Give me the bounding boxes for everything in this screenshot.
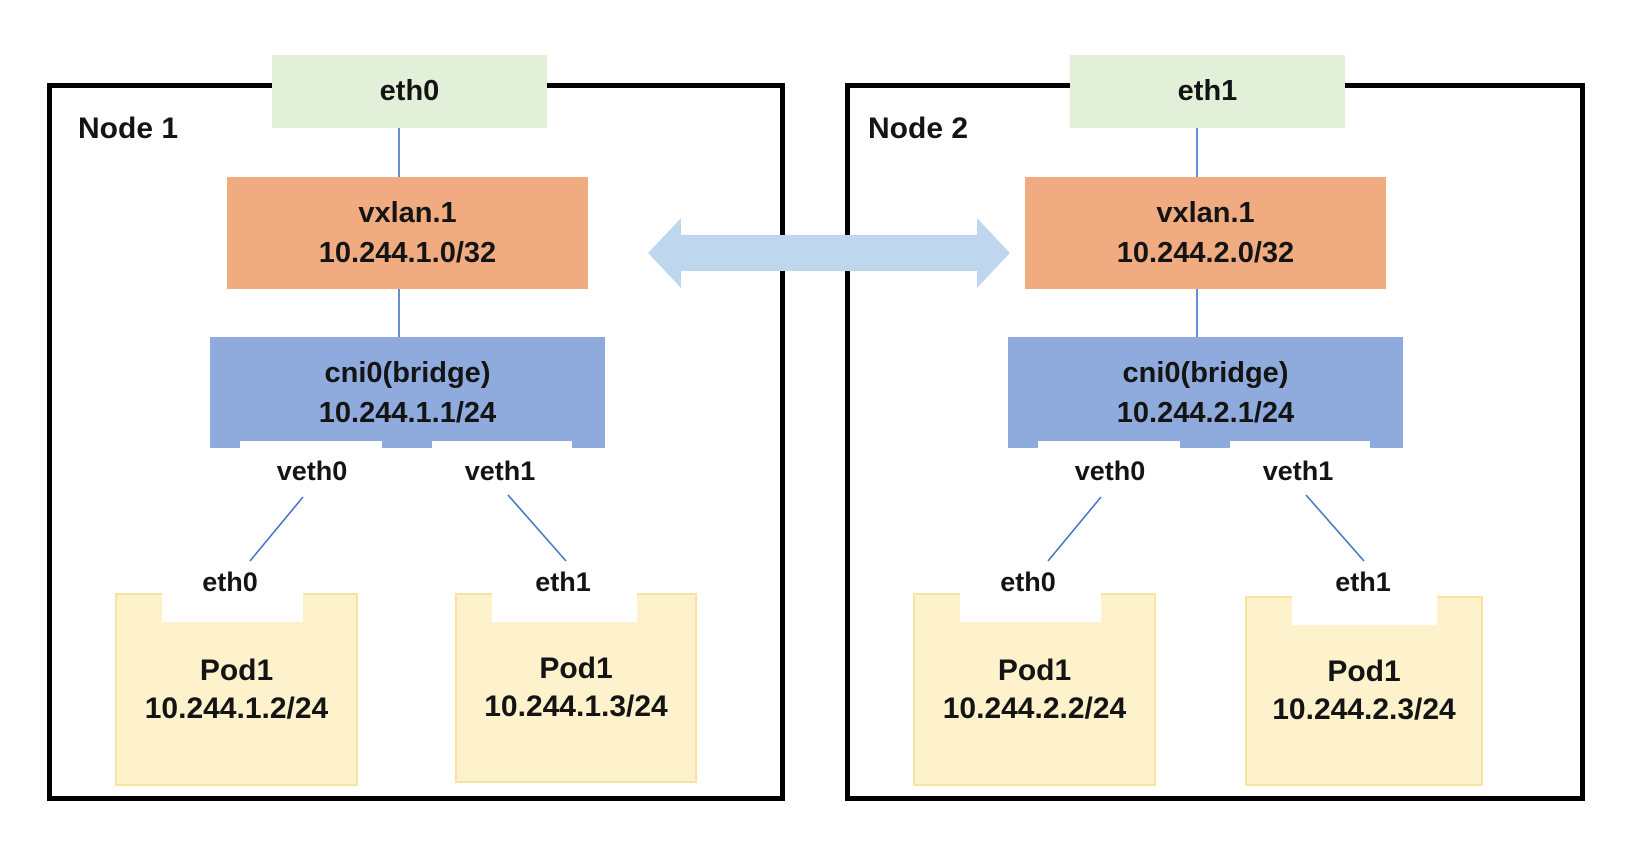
node-1-pod-1-ip: 10.244.1.2/24: [144, 691, 329, 725]
bridge-port-notch: [240, 441, 382, 448]
bridge-port-notch: [1230, 441, 1370, 448]
node-2-pod-1-ip: 10.244.2.2/24: [942, 691, 1127, 725]
node-1-pod-1-iface-label: eth0: [202, 567, 258, 597]
node-1-label: Node 1: [78, 112, 179, 145]
node-1-bridge-ip: 10.244.1.1/24: [318, 396, 497, 429]
node-2-label: Node 2: [868, 112, 969, 145]
node-2-vxlan-box: vxlan.1 10.244.2.0/32: [1025, 177, 1386, 289]
node-2-pod-2-iface-label: eth1: [1335, 567, 1391, 597]
node-1-pod-2-box: Pod1 10.244.1.3/24: [455, 593, 697, 783]
node-1-veth0-label: veth0: [276, 456, 348, 486]
node-2-uplink-box: eth1: [1070, 55, 1345, 128]
node-2-vxlan-name: vxlan.1: [1156, 197, 1255, 229]
node-2-pod-2-name: Pod1: [1327, 655, 1401, 688]
node-2-pod-1-name: Pod1: [997, 653, 1072, 687]
node-2-bridge-ip: 10.244.2.1/24: [1116, 396, 1295, 429]
node-2-bridge-name: cni0(bridge): [1122, 356, 1289, 389]
node-1-pod-2-name: Pod1: [539, 652, 613, 685]
node-2-veth0-label: veth0: [1074, 456, 1146, 486]
bridge-port-notch: [432, 441, 572, 448]
node-1-pod-1-box: Pod1 10.244.1.2/24: [115, 593, 358, 786]
pod-port-notch: [492, 593, 637, 622]
node-1-veth1-label: veth1: [464, 456, 536, 486]
node-1-uplink-label: eth0: [379, 75, 440, 107]
node-2-pod-1-iface-label: eth0: [1000, 567, 1056, 597]
node-1-bridge-box: cni0(bridge) 10.244.1.1/24: [210, 337, 605, 448]
node-2-bridge-box: cni0(bridge) 10.244.2.1/24: [1008, 337, 1403, 448]
node-1-pod-2-iface-label: eth1: [535, 567, 591, 597]
node-2-pod-2-ip: 10.244.2.3/24: [1272, 693, 1456, 726]
node-2-pod-2-box: Pod1 10.244.2.3/24: [1245, 596, 1483, 786]
node-2-veth1-label: veth1: [1262, 456, 1334, 486]
node-1-vxlan-box: vxlan.1 10.244.1.0/32: [227, 177, 588, 289]
pod-port-notch: [1292, 596, 1437, 625]
node-2-vxlan-ip: 10.244.2.0/32: [1116, 237, 1295, 269]
bridge-port-notch: [1038, 441, 1180, 448]
node-1-uplink-box: eth0: [272, 55, 547, 128]
pod-port-notch: [162, 593, 303, 622]
node-1-pod-1-name: Pod1: [199, 653, 274, 687]
node-1-vxlan-ip: 10.244.1.0/32: [318, 237, 497, 269]
node-2-uplink-label: eth1: [1177, 75, 1238, 107]
node-1-pod-2-ip: 10.244.1.3/24: [484, 690, 668, 723]
node-1-vxlan-name: vxlan.1: [358, 197, 457, 229]
pod-port-notch: [960, 593, 1101, 622]
node-1-bridge-name: cni0(bridge): [324, 356, 491, 389]
node-2-pod-1-box: Pod1 10.244.2.2/24: [913, 593, 1156, 786]
